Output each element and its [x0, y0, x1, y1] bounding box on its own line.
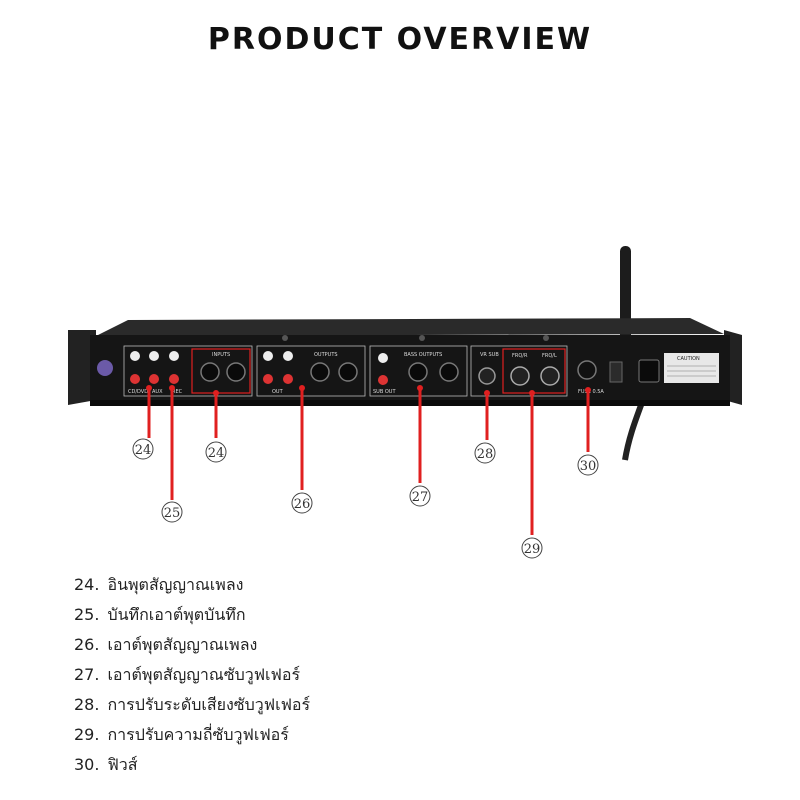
feature-legend: 24.อินพุตสัญญาณเพลง 25.บันทึกเอาต์พุตบัน… — [74, 570, 594, 780]
jack-socket-icon — [338, 362, 358, 382]
legend-item: 30.ฟิวส์ — [74, 755, 138, 774]
callout-marker: 25 — [161, 501, 183, 523]
rca-jack-icon — [130, 374, 140, 384]
jack-socket-icon — [439, 362, 459, 382]
sub-out-label: SUB OUT — [373, 389, 396, 395]
sub-control-section-frame — [470, 345, 568, 397]
rca-jack-icon — [283, 374, 293, 384]
jack-socket-icon — [408, 362, 428, 382]
freq-l-knob[interactable] — [540, 366, 560, 386]
outputs-section-frame — [256, 345, 366, 397]
outputs-label: OUTPUTS — [314, 352, 338, 358]
rca-jack-icon — [149, 351, 159, 361]
rca-jack-icon — [130, 351, 140, 361]
power-inlet — [638, 359, 660, 383]
svg-text:24: 24 — [135, 443, 152, 458]
legend-item: 25.บันทึกเอาต์พุตบันทึก — [74, 605, 246, 624]
jack-socket-icon — [226, 362, 246, 382]
fuse-label: FUSE 0.5A — [578, 389, 604, 395]
svg-text:28: 28 — [477, 447, 494, 462]
svg-text:26: 26 — [294, 497, 311, 512]
vr-sub-label: VR SUB — [480, 352, 499, 358]
rca-jack-icon — [149, 374, 159, 384]
svg-text:30: 30 — [580, 459, 597, 474]
callout-marker: 29 — [521, 537, 543, 559]
rack-ear-left — [68, 330, 96, 405]
chassis-bottom — [90, 400, 730, 406]
callout-marker: 28 — [474, 442, 496, 464]
ground-logo-icon — [97, 360, 113, 376]
callout-marker: 27 — [409, 485, 431, 507]
caution-label-box — [664, 353, 719, 383]
rca-jack-icon — [169, 351, 179, 361]
legend-item: 26.เอาต์พุตสัญญาณเพลง — [74, 635, 258, 654]
rca-jack-icon — [169, 374, 179, 384]
svg-text:29: 29 — [524, 542, 541, 557]
callout-marker: 26 — [291, 492, 313, 514]
out-label: OUT — [272, 389, 284, 395]
legend-item: 27.เอาต์พุตสัญญาณซับวูฟเฟอร์ — [74, 665, 301, 684]
chassis-top — [96, 318, 724, 336]
svg-text:27: 27 — [412, 490, 429, 505]
rca-jack-icon — [263, 351, 273, 361]
inputs-section-frame — [123, 345, 253, 397]
inputs-highlight-box — [191, 348, 251, 394]
screw-icon — [282, 335, 288, 341]
freq-r-label: FRQ/R — [512, 353, 528, 359]
freq-r-knob[interactable] — [510, 366, 530, 386]
rca-jack-icon — [378, 353, 388, 363]
aux-label: AUX — [152, 389, 163, 395]
rec-label: REC — [172, 389, 183, 395]
jack-socket-icon — [310, 362, 330, 382]
callout-marker: 24 — [205, 441, 227, 463]
jack-socket-icon — [200, 362, 220, 382]
svg-text:24: 24 — [208, 446, 225, 461]
legend-item: 29.การปรับความถี่ซับวูฟเฟอร์ — [74, 725, 289, 744]
rca-jack-icon — [263, 374, 273, 384]
inputs-label: INPUTS — [212, 352, 230, 358]
callout-marker: 30 — [577, 454, 599, 476]
bass-outputs-label: BASS OUTPUTS — [404, 352, 442, 358]
screw-icon — [419, 335, 425, 341]
page-title: PRODUCT OVERVIEW — [207, 22, 593, 57]
caution-label: CAUTION — [677, 356, 700, 362]
freq-l-label: FRQ/L — [542, 353, 557, 359]
callout-marker: 24 — [132, 438, 154, 460]
rca-jack-icon — [378, 375, 388, 385]
legend-item: 28.การปรับระดับเสียงซับวูฟเฟอร์ — [74, 695, 311, 714]
vr-sub-knob[interactable] — [478, 367, 496, 385]
svg-text:25: 25 — [164, 506, 181, 521]
fuse-holder-icon — [577, 360, 597, 380]
cd-dvd-label: CD/DVD — [128, 389, 148, 395]
rca-jack-icon — [283, 351, 293, 361]
power-switch[interactable] — [609, 361, 623, 383]
screw-icon — [543, 335, 549, 341]
legend-item: 24.อินพุตสัญญาณเพลง — [74, 575, 244, 594]
